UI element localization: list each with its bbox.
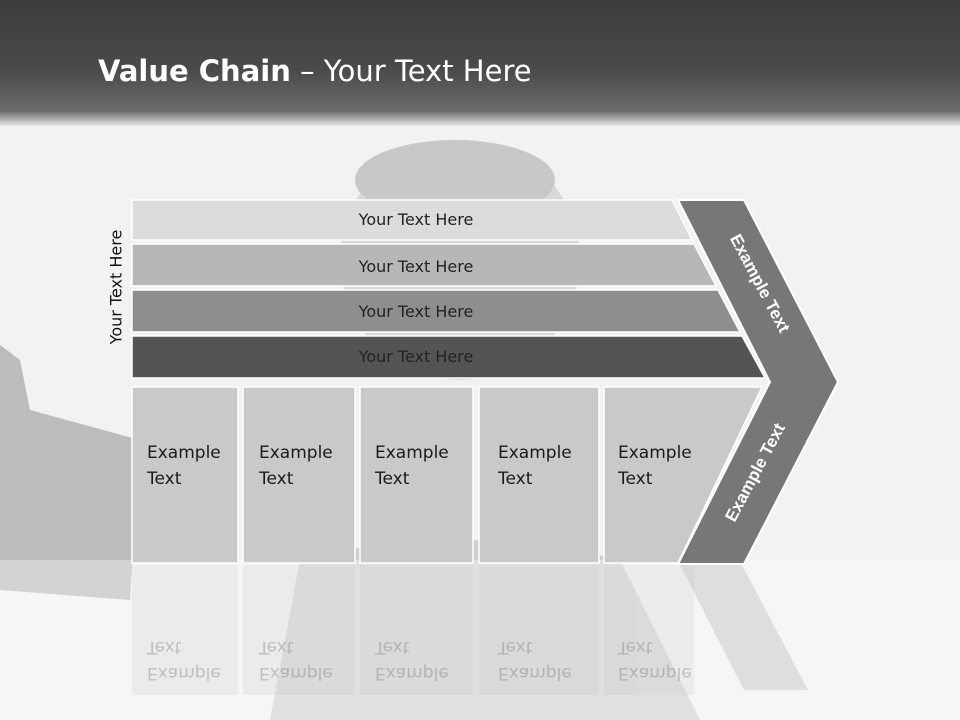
column-3-line2: Text <box>375 469 410 489</box>
column-2-reflection-line2: Text <box>259 637 294 657</box>
column-2-line2: Text <box>259 469 294 489</box>
column-5 <box>603 386 764 564</box>
column-2-reflection: Example Text <box>259 634 333 686</box>
bar-3-label: Your Text Here <box>358 302 474 321</box>
column-1 <box>131 386 239 564</box>
bar-1 <box>131 199 694 241</box>
column-3-reflection-line1: Example <box>375 663 449 683</box>
column-1-reflection: Example Text <box>147 634 221 686</box>
column-2-reflection-line1: Example <box>259 663 333 683</box>
header-band <box>0 0 960 126</box>
title-bold: Value Chain <box>98 54 291 88</box>
title-rest: – Your Text Here <box>290 54 532 88</box>
column-4-reflection-line2: Text <box>498 637 533 657</box>
bar-1-label: Your Text Here <box>358 210 474 229</box>
arrow-reflection <box>680 565 808 690</box>
bar-2 <box>131 243 718 287</box>
columns-reflection <box>132 565 694 695</box>
chevron-arrow <box>676 199 840 565</box>
column-4-reflection: Example Text <box>498 634 572 686</box>
column-4 <box>478 386 600 564</box>
bar-4-label: Your Text Here <box>358 347 474 366</box>
column-3-reflection-line2: Text <box>375 637 410 657</box>
bar-2-label: Your Text Here <box>358 257 474 276</box>
column-3 <box>359 386 474 564</box>
bar-4 <box>131 335 767 379</box>
page-title: Value Chain – Your Text Here <box>98 54 532 88</box>
column-5-line2: Text <box>618 469 653 489</box>
column-1-reflection-line2: Text <box>147 637 182 657</box>
column-4-line1: Example <box>498 443 572 463</box>
column-4-reflection-line1: Example <box>498 663 572 683</box>
column-5-reflection: Example Text <box>618 634 692 686</box>
bar-3 <box>131 289 742 333</box>
column-2-line1: Example <box>259 443 333 463</box>
column-3-reflection: Example Text <box>375 634 449 686</box>
column-2 <box>242 386 356 564</box>
column-5-line1: Example <box>618 443 692 463</box>
column-3-line1: Example <box>375 443 449 463</box>
column-1-line2: Text <box>147 469 182 489</box>
column-4-line2: Text <box>498 469 533 489</box>
column-1-reflection-line1: Example <box>147 663 221 683</box>
column-5-reflection-line2: Text <box>618 637 653 657</box>
column-5-reflection-line1: Example <box>618 663 692 683</box>
column-1-line1: Example <box>147 443 221 463</box>
